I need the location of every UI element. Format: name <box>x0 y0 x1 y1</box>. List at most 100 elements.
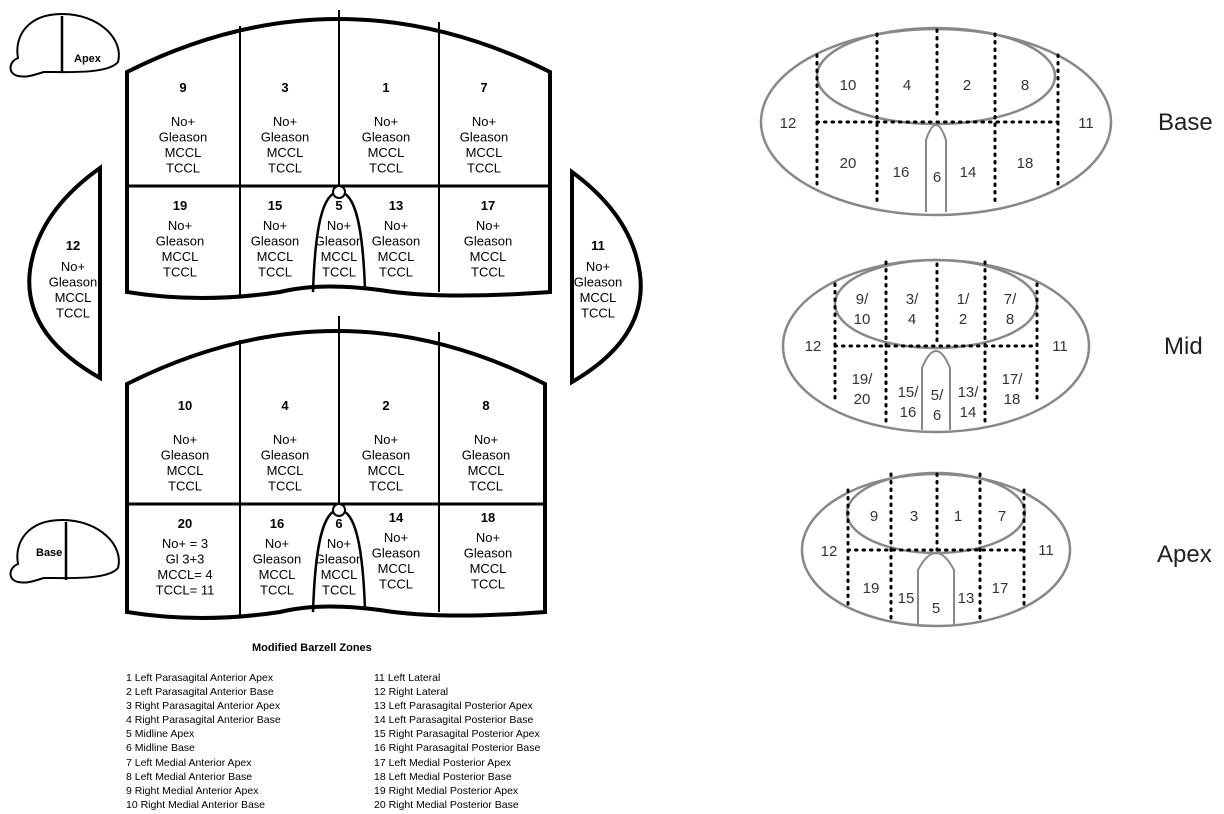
apex-zone-9-line: No+ <box>171 114 195 129</box>
base-zone-16-line: Gleason <box>253 552 301 567</box>
mid-section-label: 11 <box>1052 338 1068 355</box>
base-zone-4-number: 4 <box>281 398 289 413</box>
lateral-zone-11-line: MCCL <box>580 290 617 305</box>
apex-zone-19-line: TCCL <box>163 265 197 280</box>
apex-zone-5-line: TCCL <box>322 265 356 280</box>
apex-zone-1-line: MCCL <box>368 145 405 160</box>
base-section-label: 8 <box>1021 77 1029 94</box>
apex-zone-15-number: 15 <box>268 198 282 213</box>
apex-zone-17-number: 17 <box>481 198 495 213</box>
apex-zone-17-line: TCCL <box>471 265 505 280</box>
apex-zone-13-line: Gleason <box>372 234 420 249</box>
apex-zone-19-line: No+ <box>168 218 192 233</box>
apex-zone-17-line: Gleason <box>464 234 512 249</box>
base-zone-8-line: No+ <box>474 432 498 447</box>
base-zone-6-line: No+ <box>327 536 351 551</box>
base-zone-10-line: Gleason <box>161 448 209 463</box>
apex-zone-1-number: 1 <box>382 80 389 95</box>
mid-section-label: 16 <box>900 404 917 421</box>
base-zone-14-line: MCCL <box>378 561 415 576</box>
apex-zone-5-line: MCCL <box>321 249 358 264</box>
apex-section-label: 17 <box>992 580 1009 597</box>
apex-zone-9-line: TCCL <box>166 161 200 176</box>
apex-section-label: 12 <box>821 543 838 560</box>
apex-zone-17-line: No+ <box>476 218 500 233</box>
apex-zone-9-number: 9 <box>179 80 186 95</box>
base-zone-16-number: 16 <box>270 516 284 531</box>
base-section-label: 2 <box>963 77 971 94</box>
legend-column-1: 1 Left Parasagital Anterior Apex2 Left P… <box>126 671 281 812</box>
apex-zone-5-line: Gleason <box>315 234 363 249</box>
apex-zone-3-line: MCCL <box>267 145 304 160</box>
base-zone-14-line: Gleason <box>372 546 420 561</box>
base-zone-10-line: No+ <box>173 432 197 447</box>
legend-item: 18 Left Medial Posterior Base <box>374 770 540 784</box>
legend-item: 19 Right Medial Posterior Apex <box>374 784 540 798</box>
mid-section-label: 3/ <box>906 291 919 308</box>
apex-section-label: 7 <box>998 508 1006 525</box>
base-zone-6-line: Gleason <box>315 552 363 567</box>
apex-zone-5-line: No+ <box>327 218 351 233</box>
base-zone-2-number: 2 <box>382 398 389 413</box>
base-zone-18-number: 18 <box>481 510 495 525</box>
apex-section-label: 19 <box>863 580 880 597</box>
legend-item: 13 Left Parasagital Posterior Apex <box>374 699 540 713</box>
base-zone-20-line: TCCL= 11 <box>156 583 215 598</box>
legend-item: 16 Right Parasagital Posterior Base <box>374 741 540 755</box>
lateral-zone-12-line: Gleason <box>49 275 97 290</box>
mid-section-label: 8 <box>1006 311 1014 328</box>
apex-section-label: 11 <box>1038 542 1054 559</box>
lateral-zone-12-line: TCCL <box>56 306 90 321</box>
base-zone-20-line: Gl 3+3 <box>166 552 205 567</box>
legend-item: 1 Left Parasagital Anterior Apex <box>126 671 281 685</box>
apex-zone-3-number: 3 <box>281 80 288 95</box>
apex-zone-5-number: 5 <box>335 198 342 213</box>
base-section-diagram <box>761 28 1111 215</box>
base-section-label: 10 <box>840 77 857 94</box>
apex-zone-9-line: MCCL <box>165 145 202 160</box>
apex-zone-15-line: Gleason <box>251 234 299 249</box>
base-zone-4-line: No+ <box>273 432 297 447</box>
mid-section-label: 4 <box>908 311 916 328</box>
apex-section-label: 5 <box>932 600 940 617</box>
base-section-label: 12 <box>780 115 797 132</box>
base-section-title: Base <box>1158 109 1213 136</box>
legend-item: 17 Left Medial Posterior Apex <box>374 756 540 770</box>
mid-section-label: 18 <box>1004 391 1021 408</box>
base-zone-8-line: Gleason <box>462 448 510 463</box>
legend-item: 14 Left Parasagital Posterior Base <box>374 713 540 727</box>
apex-zone-15-line: TCCL <box>258 265 292 280</box>
apex-zone-7-line: Gleason <box>460 130 508 145</box>
lateral-zone-12-number: 12 <box>66 238 80 253</box>
mid-section-label: 20 <box>854 391 871 408</box>
apex-zone-7-line: No+ <box>472 114 496 129</box>
base-section-label: 11 <box>1078 115 1094 132</box>
base-zone-8-line: MCCL <box>468 463 505 478</box>
base-zone-4-line: TCCL <box>268 479 302 494</box>
lateral-zone-12-line: MCCL <box>55 290 92 305</box>
mid-section-title: Mid <box>1164 333 1203 360</box>
legend-item: 3 Right Parasagital Anterior Apex <box>126 699 281 713</box>
apex-zone-3-line: Gleason <box>261 130 309 145</box>
apex-orientation-icon: Apex <box>11 14 119 77</box>
base-section-label: 18 <box>1017 155 1034 172</box>
apex-zone-13-line: TCCL <box>379 265 413 280</box>
legend-title: Modified Barzell Zones <box>252 642 372 654</box>
base-zone-14-number: 14 <box>389 510 404 525</box>
mid-section-label: 14 <box>960 404 977 421</box>
base-zone-14-line: No+ <box>384 530 408 545</box>
apex-zone-1-line: No+ <box>374 114 398 129</box>
apex-zone-13-line: No+ <box>384 218 408 233</box>
base-zone-4-line: MCCL <box>267 463 304 478</box>
legend-item: 10 Right Medial Anterior Base <box>126 798 281 812</box>
base-zone-18-line: Gleason <box>464 546 512 561</box>
base-orientation-icon: Base <box>11 520 119 583</box>
base-zone-10-number: 10 <box>178 398 192 413</box>
base-section-label: 4 <box>903 77 911 94</box>
base-zone-16-line: No+ <box>265 536 289 551</box>
base-zone-labels: 10No+GleasonMCCLTCCL4No+GleasonMCCLTCCL2… <box>156 398 513 598</box>
lateral-zone-11-line: No+ <box>586 259 610 274</box>
apex-zone-17-line: MCCL <box>470 249 507 264</box>
apex-zone-7-line: TCCL <box>467 161 501 176</box>
apex-zone-13-number: 13 <box>389 198 403 213</box>
